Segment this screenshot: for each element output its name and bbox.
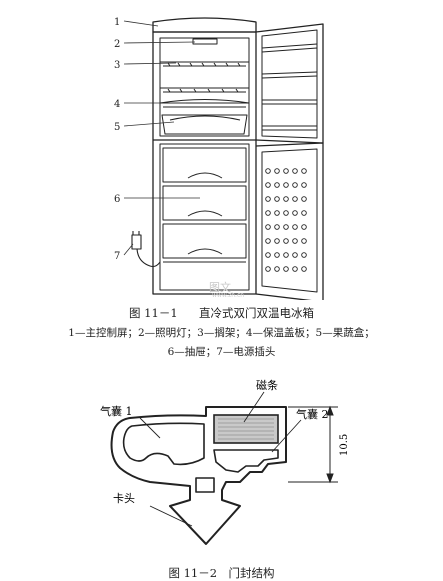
freezer-drawers (162, 147, 247, 263)
callout-3: 3 (114, 60, 120, 71)
control-panel (152, 17, 257, 33)
refrigerator-figure: 1 2 3 4 5 6 7 (114, 17, 324, 300)
door-seal-figure: 磁条 气囊 1 气囊 2 卡头 10.5 (100, 378, 350, 545)
figure1-caption-title: 直冷式双门双温电冰箱 (198, 306, 314, 320)
callout-6: 6 (114, 194, 120, 205)
label-clip: 卡头 (113, 492, 135, 505)
label-airbag1: 气囊 1 (100, 404, 133, 418)
fridge-body (152, 31, 257, 295)
figure1-legend-line1: 1—主控制屏；2—照明灯；3—搁架；4—保温盖板；5—果蔬盒； (68, 327, 375, 339)
label-airbag2: 气囊 2 (296, 407, 329, 421)
callout-1: 1 (114, 17, 120, 28)
callout-4: 4 (114, 99, 120, 110)
lamp (192, 38, 218, 45)
callout-5: 5 (114, 122, 120, 133)
label-magnet: 磁条 (256, 378, 278, 392)
seal-outer-profile (110, 406, 287, 545)
power-plug (131, 231, 161, 268)
figure1-caption: 图 11－1 直冷式双门双温电冰箱 (0, 305, 443, 321)
figure2-caption: 图 11－2 门封结构 (168, 566, 275, 580)
watermark-url: www.zh.cn (212, 292, 245, 299)
figure1-caption-number: 图 11－1 (129, 306, 178, 320)
callout-7: 7 (114, 251, 120, 262)
lower-door (255, 142, 324, 300)
crisper-box (161, 114, 248, 135)
watermark-logo: 图文 (209, 281, 231, 294)
leader-lines (123, 20, 200, 256)
airbag-2 (213, 449, 279, 473)
airbag-1 (122, 422, 205, 466)
shelves (160, 61, 249, 93)
callout-2: 2 (114, 39, 120, 50)
upper-door (255, 23, 324, 144)
dimension-marker (288, 405, 338, 484)
dimension-value: 10.5 (339, 434, 350, 456)
door-dot-grid (265, 168, 307, 272)
figure1-legend-line2: 6—抽屉；7—电源插头 (167, 346, 276, 358)
clip-neck (195, 477, 215, 493)
